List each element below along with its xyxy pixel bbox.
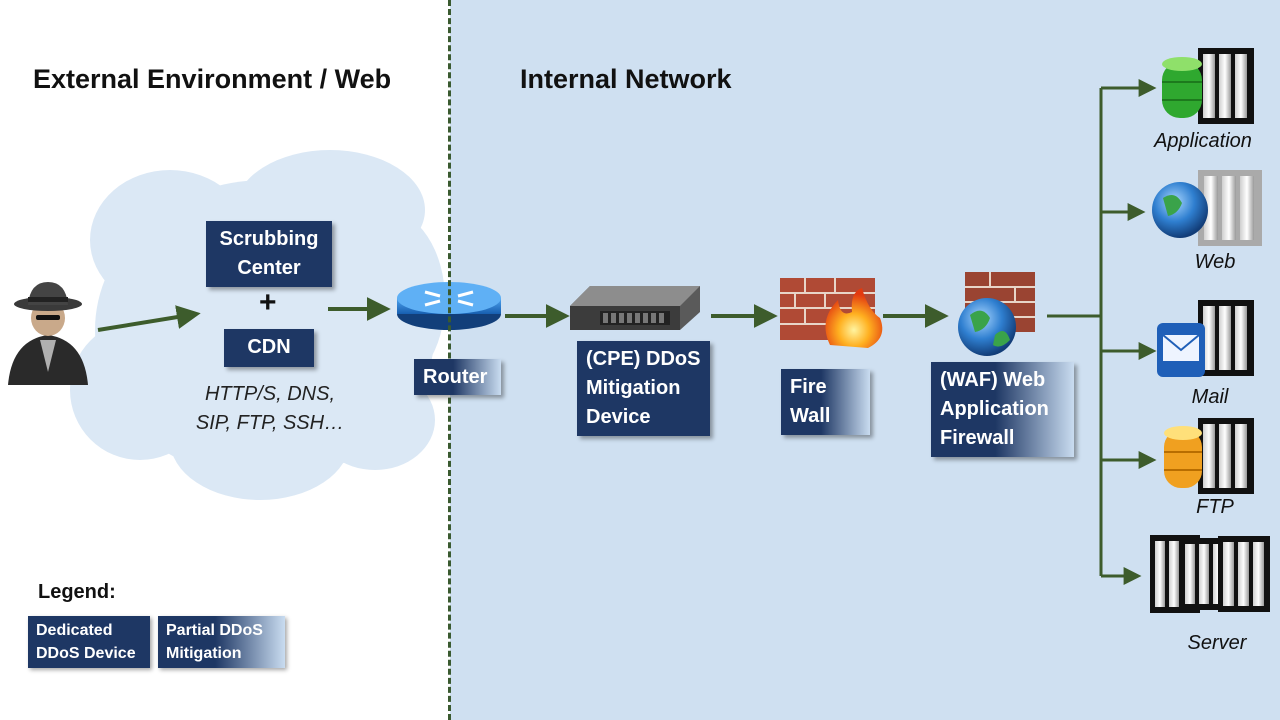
cpe-device-icon [570, 286, 700, 330]
server-label-server: Server [1187, 632, 1247, 654]
server-label-application: Application [1154, 130, 1252, 152]
cdn-box: CDN [224, 329, 314, 367]
legend-partial: Partial DDoS Mitigation [158, 616, 285, 668]
web-server-icon [1152, 170, 1262, 246]
waf-label-box: (WAF) Web Application Firewall [931, 362, 1074, 457]
protocol-line-1: HTTP/S, DNS, [204, 383, 335, 405]
waf-line-3: Firewall [940, 427, 1015, 449]
protocol-line-2: SIP, FTP, SSH… [195, 412, 345, 434]
legend-dedicated-line-1: Dedicated [36, 622, 113, 639]
protocol-list: HTTP/S, DNS, SIP, FTP, SSH… [195, 380, 345, 438]
server-icons [1150, 48, 1270, 613]
ftp-server-icon [1164, 418, 1254, 494]
firewall-label-box: Fire Wall [781, 369, 870, 435]
cpe-line-3: Device [586, 406, 651, 428]
waf-icon [958, 272, 1035, 356]
legend-title: Legend: [38, 581, 116, 603]
firewall-line-2: Wall [790, 405, 831, 427]
attacker-icon [8, 282, 88, 385]
scrubbing-center-box: Scrubbing Center [206, 221, 332, 287]
legend-partial-line-1: Partial DDoS [166, 622, 263, 639]
firewall-icon [780, 278, 883, 348]
server-label-ftp: FTP [1196, 496, 1234, 518]
waf-line-1: (WAF) Web [940, 369, 1046, 391]
server-branch-arrows [1047, 79, 1157, 585]
scrubbing-line-1: Scrubbing [219, 228, 319, 250]
server-label-mail: Mail [1191, 386, 1229, 408]
server-label-web: Web [1194, 251, 1236, 273]
cpe-line-1: (CPE) DDoS [586, 348, 701, 370]
cpe-label-box: (CPE) DDoS Mitigation Device [577, 341, 710, 436]
plus-sign: + [259, 286, 277, 319]
external-heading: External Environment / Web [33, 64, 392, 94]
legend-partial-line-2: Mitigation [166, 645, 242, 662]
application-server-icon [1162, 48, 1254, 124]
cpe-line-2: Mitigation [586, 377, 681, 399]
scrubbing-line-2: Center [237, 257, 301, 279]
legend-dedicated: Dedicated DDoS Device [28, 616, 150, 668]
server-cluster-icon [1150, 535, 1270, 613]
waf-line-2: Application [940, 398, 1049, 420]
internal-heading: Internal Network [520, 64, 732, 94]
arrow-attacker-to-cloud [97, 305, 201, 332]
router-label-box: Router [414, 359, 501, 395]
legend-dedicated-line-2: DDoS Device [36, 645, 136, 662]
firewall-line-1: Fire [790, 376, 827, 398]
router-label: Router [423, 366, 488, 388]
mail-server-icon [1157, 300, 1254, 377]
cdn-label: CDN [247, 336, 291, 358]
